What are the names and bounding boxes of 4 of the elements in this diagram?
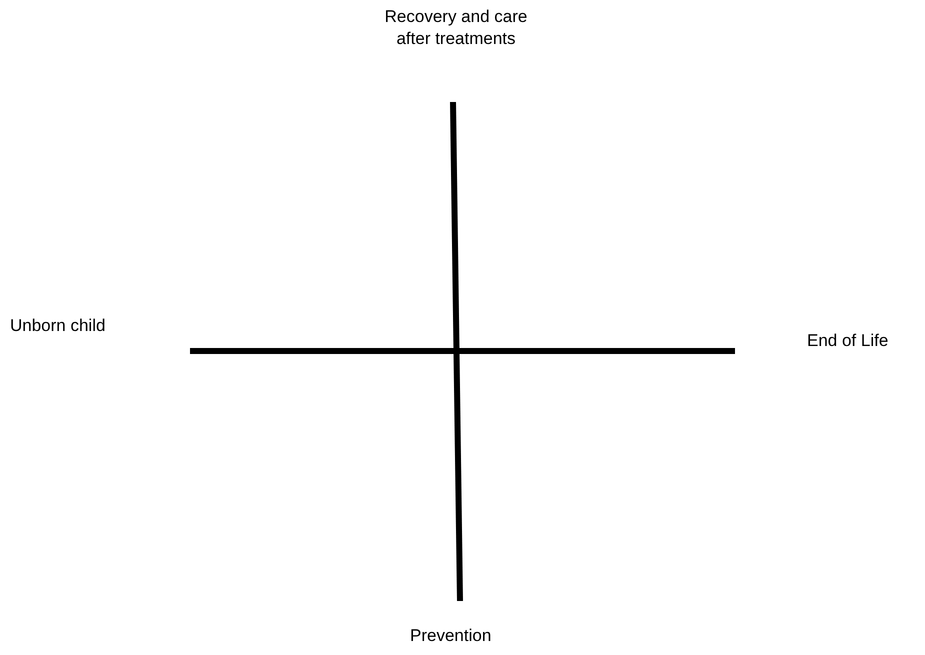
axis-label: End of Life <box>807 330 888 352</box>
axis-label: Unborn child <box>10 315 106 337</box>
axis-label: Recovery and care after treatments <box>384 6 528 50</box>
axis-label: Prevention <box>410 625 492 647</box>
